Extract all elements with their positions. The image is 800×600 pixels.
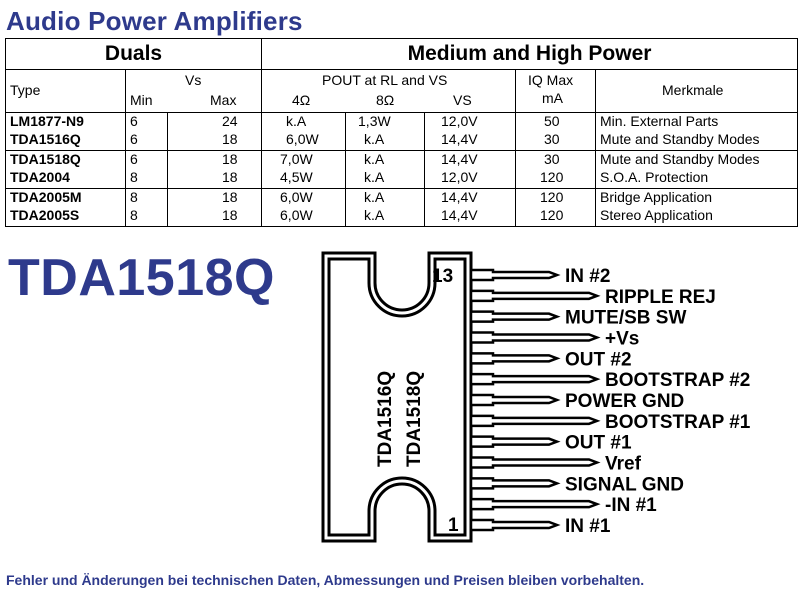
pin-8 [469, 372, 601, 386]
ic-package-body [321, 251, 473, 543]
pin-label-7: POWER GND [565, 391, 684, 412]
pin-label-3: SIGNAL GND [565, 474, 684, 495]
chip-heading: TDA1518Q [8, 249, 275, 307]
pin-number-top: 13 [432, 266, 453, 287]
pin-6 [469, 414, 601, 428]
pin-number-bottom: 1 [448, 515, 459, 536]
col-header-pout: POUT at RL and VS 4Ω 8Ω VS [261, 69, 517, 113]
pin-11 [469, 310, 561, 323]
pin-10 [469, 331, 601, 344]
pin-9 [469, 352, 561, 365]
page-title: Audio Power Amplifiers [6, 6, 303, 36]
amplifier-spec-table: Duals Medium and High Power Type Vs Min … [4, 38, 799, 227]
pin-1 [469, 518, 561, 532]
pin-label-8: BOOTSTRAP #2 [605, 370, 750, 391]
disclaimer-footer: Fehler und Änderungen bei technischen Da… [6, 572, 645, 588]
pin-12 [469, 289, 601, 303]
pin-label-9: OUT #2 [565, 349, 632, 370]
pin-label-6: BOOTSTRAP #1 [605, 412, 751, 433]
group-header-power: Medium and High Power [261, 38, 799, 70]
pin-7 [469, 393, 561, 407]
pin-label-5: OUT #1 [565, 433, 632, 454]
body-label-tda1516q: TDA1516Q [375, 371, 396, 467]
col-header-features: Merkmale [595, 69, 799, 113]
col-header-iq: IQ Max mA [515, 69, 597, 113]
body-label-tda1518q: TDA1518Q [404, 371, 425, 467]
pin-2 [469, 497, 601, 511]
pin-label-12: RIPPLE REJ [605, 287, 716, 308]
pin-3 [469, 477, 561, 490]
col-header-vs: Vs Min Max [124, 69, 263, 113]
pin-4 [469, 456, 601, 469]
pin-label-13: IN #2 [565, 266, 610, 287]
pin-label-10: +Vs [605, 329, 639, 350]
pin-13 [469, 268, 561, 282]
pin-label-1: IN #1 [565, 516, 611, 537]
pin-label-2: -IN #1 [605, 495, 657, 516]
pin-5 [469, 435, 561, 448]
group-header-duals: Duals [4, 38, 263, 70]
pin-label-4: Vref [605, 454, 642, 475]
pin-label-11: MUTE/SB SW [565, 308, 686, 329]
